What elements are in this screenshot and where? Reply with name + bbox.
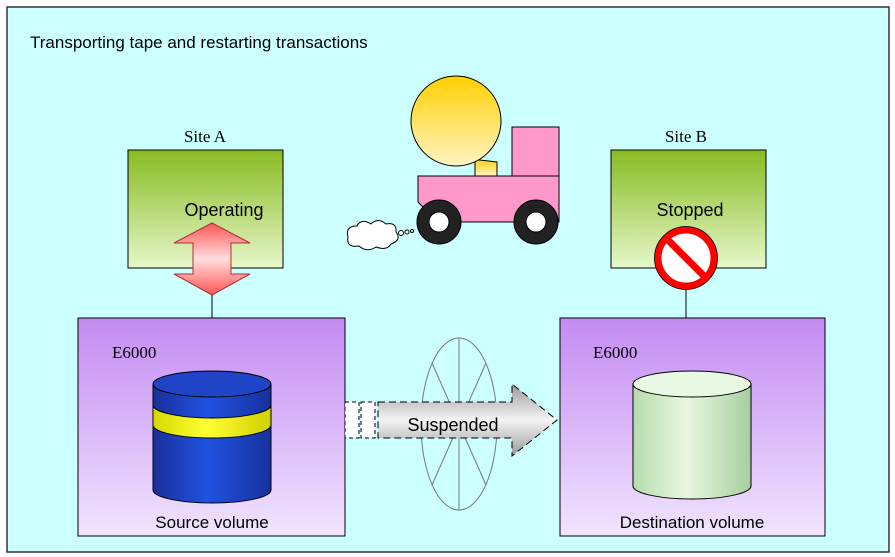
site-a-volume-label: Source volume — [155, 513, 268, 532]
site-b-storage-name: E6000 — [593, 343, 637, 362]
site-a-storage-name: E6000 — [112, 343, 156, 362]
site-b-volume-label: Destination volume — [620, 513, 765, 532]
source-disk-cylinder-icon — [152, 370, 272, 504]
prohibited-sign-icon — [654, 226, 718, 290]
copy-status-label: Suspended — [407, 415, 498, 435]
site-b-label: Site B — [665, 127, 707, 146]
suspended-copy-arrow-icon — [344, 337, 558, 511]
diagram-title: Transporting tape and restarting transac… — [30, 33, 368, 52]
site-a-server-status: Operating — [184, 200, 263, 220]
exhaust-smoke-icon — [346, 220, 414, 251]
destination-disk-cylinder-icon — [632, 370, 752, 500]
site-b-server-status: Stopped — [656, 200, 723, 220]
site-a-label: Site A — [184, 127, 227, 146]
tape-transport-truck-icon — [410, 75, 560, 245]
